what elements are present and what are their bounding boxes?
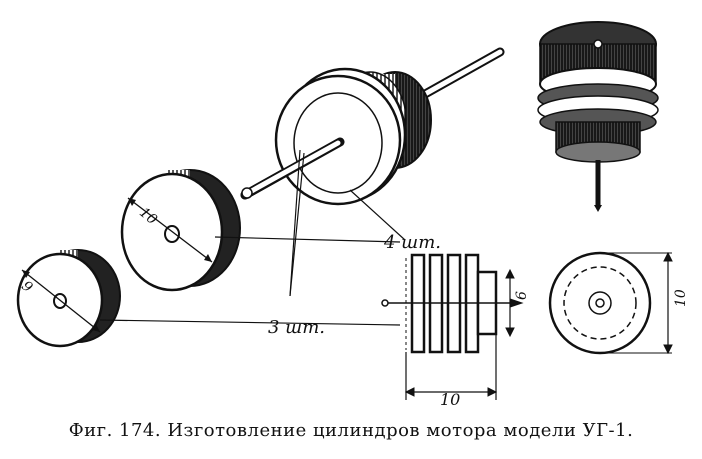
count-4-label: 4 шт. bbox=[383, 232, 441, 253]
side-view-cylinder bbox=[381, 253, 524, 400]
cyl-width-dim-label: 10 bbox=[440, 390, 460, 409]
disk-large: 10 bbox=[120, 169, 241, 292]
assembled-cylinder bbox=[537, 21, 659, 212]
front-disk bbox=[274, 67, 407, 206]
shaft-assembly bbox=[240, 47, 505, 206]
count-3-label: 3 шт. bbox=[268, 317, 325, 338]
end-view-dim-label: 10 bbox=[673, 289, 689, 307]
technical-drawing: 10 9 4 шт. 3 шт. bbox=[16, 21, 689, 409]
figure-caption: Фиг. 174. Изготовление цилиндров мотора … bbox=[68, 420, 634, 441]
end-view bbox=[548, 251, 673, 355]
cyl-height-dim-label: 6 bbox=[514, 291, 530, 300]
disk-small: 9 bbox=[16, 249, 121, 348]
leader-lines bbox=[99, 149, 406, 326]
